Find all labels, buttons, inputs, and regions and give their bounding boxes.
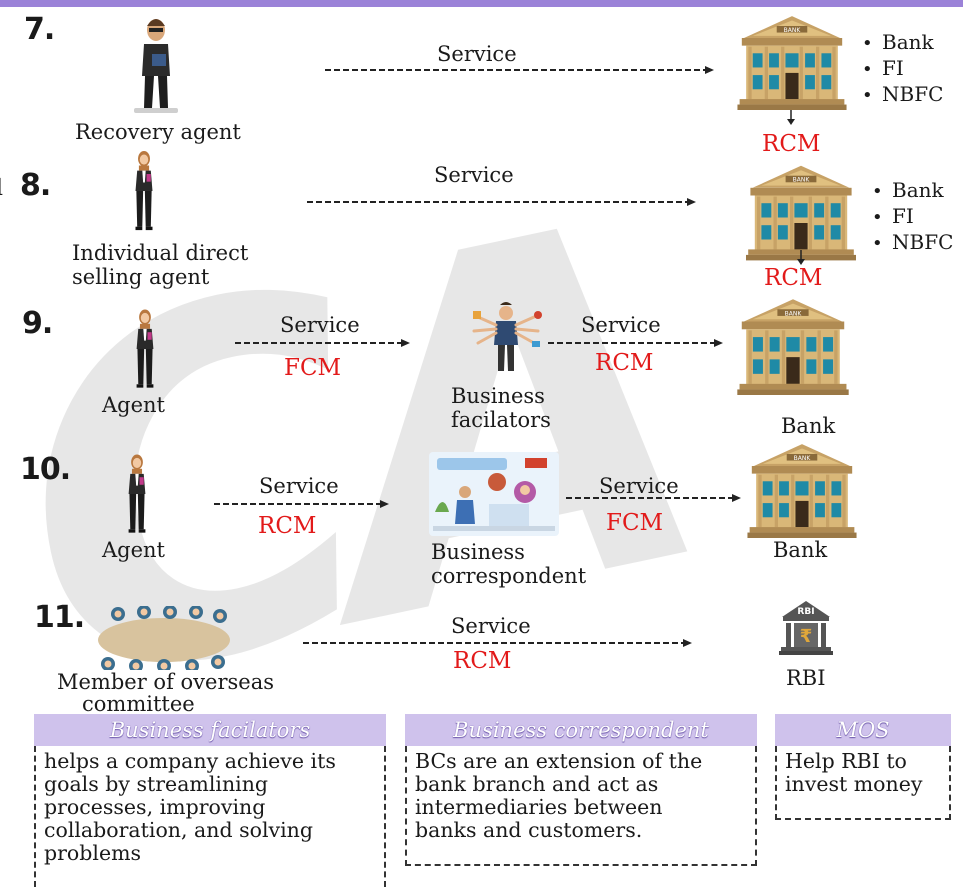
woman-agent-icon [135, 151, 153, 231]
target-label: Bank [781, 414, 836, 438]
bank-building-icon: BANK [737, 299, 849, 395]
dashed-arrow [303, 639, 692, 647]
mechanism-label: RCM [453, 648, 512, 674]
dashed-arrow [566, 494, 741, 502]
source-label: Recovery agent [75, 120, 241, 144]
definition-box-business-correspondent: BCs are an extension of the bank branch … [405, 746, 757, 866]
arrow-label: Service [259, 474, 339, 498]
bullet-item: Bank [872, 178, 953, 204]
middle-label-line2: facilators [451, 408, 551, 432]
row-number: 10. [20, 452, 71, 487]
source-label: Agent [102, 538, 165, 562]
definition-box-business-facilitators: helps a company achieve its goals by str… [34, 746, 386, 887]
rupee-icon: ₹ [800, 626, 813, 647]
definition-header-business-facilitators: Business facilators [34, 714, 386, 746]
business-correspondent-icon [429, 452, 559, 536]
bullet-item: NBFC [872, 230, 953, 256]
definition-line: problems [44, 841, 142, 865]
bank-building-icon: BANK [737, 16, 847, 110]
down-arrow [787, 110, 795, 125]
bullet-item: FI [862, 56, 943, 82]
rbi-icon-text: RBI [797, 607, 814, 617]
business-facilitator-icon [472, 302, 542, 371]
mechanism-label: FCM [284, 355, 342, 381]
target-bullet-list: Bank FI NBFC [862, 30, 943, 108]
woman-agent-icon [128, 454, 146, 533]
mechanism-label: FCM [606, 510, 664, 536]
arrow-label: Service [280, 313, 360, 337]
dashed-arrow [307, 198, 696, 206]
row-number: 9. [22, 306, 53, 341]
definition-line: intermediaries between [415, 795, 663, 819]
arrow-label: Service [434, 163, 514, 187]
bullet-item: NBFC [862, 82, 943, 108]
definition-line: bank branch and act as [415, 772, 659, 796]
row-number: 8. [20, 168, 51, 203]
bank-building-icon: BANK [746, 165, 856, 261]
target-label: RBI [786, 666, 826, 690]
source-label-line1: Member of overseas [57, 670, 274, 694]
dashed-arrow [235, 339, 410, 347]
bank-sign-text: BANK [794, 455, 812, 462]
arrow-label: Service [581, 313, 661, 337]
middle-label-line2: correspondent [431, 564, 587, 588]
bank-sign-text: BANK [785, 311, 803, 318]
row-number: 11. [34, 600, 85, 635]
bullet-item: Bank [862, 30, 943, 56]
recovery-agent-icon [134, 19, 178, 113]
definition-box-mos: Help RBI to invest money [775, 746, 951, 820]
dashed-arrow [325, 66, 714, 74]
arrow-label: Service [437, 42, 517, 66]
bank-sign-text: BANK [793, 177, 811, 184]
dashed-arrow [548, 339, 723, 347]
definition-line: helps a company achieve its [44, 749, 336, 773]
bullet-item: FI [872, 204, 953, 230]
top-accent-bar [0, 0, 963, 7]
mechanism-label: RCM [595, 350, 654, 376]
row-number: 7. [24, 12, 55, 47]
middle-label-line1: Business [431, 540, 525, 564]
committee-meeting-icon [98, 606, 230, 670]
mechanism-label: RCM [258, 513, 317, 539]
dashed-arrow [214, 500, 389, 508]
definition-header-mos: MOS [775, 714, 951, 746]
source-label: Agent [102, 393, 165, 417]
definition-line: banks and customers. [415, 818, 643, 842]
bank-sign-text: BANK [784, 27, 802, 34]
clipped-text-fragment: l [0, 176, 3, 201]
source-label-line1: Individual direct [72, 241, 249, 265]
rbi-building-icon: RBI ₹ [779, 601, 833, 655]
woman-agent-icon [136, 309, 154, 388]
down-arrow [797, 250, 805, 265]
definition-line: goals by streamlining [44, 772, 269, 796]
definition-header-business-correspondent: Business correspondent [405, 714, 757, 746]
bank-building-icon: BANK [747, 444, 857, 538]
definition-line: BCs are an extension of the [415, 749, 703, 773]
source-label-line2: selling agent [72, 265, 210, 289]
middle-label-line1: Business [451, 384, 545, 408]
mechanism-label: RCM [764, 265, 823, 291]
definition-line: Help RBI to [785, 749, 907, 773]
target-label: Bank [773, 538, 828, 562]
definition-line: collaboration, and solving [44, 818, 313, 842]
definition-line: processes, improving [44, 795, 266, 819]
target-bullet-list: Bank FI NBFC [872, 178, 953, 256]
source-label-line2: committee [82, 692, 195, 716]
arrow-label: Service [599, 474, 679, 498]
arrow-label: Service [451, 614, 531, 638]
definition-line: invest money [785, 772, 923, 796]
mechanism-label: RCM [762, 131, 821, 157]
